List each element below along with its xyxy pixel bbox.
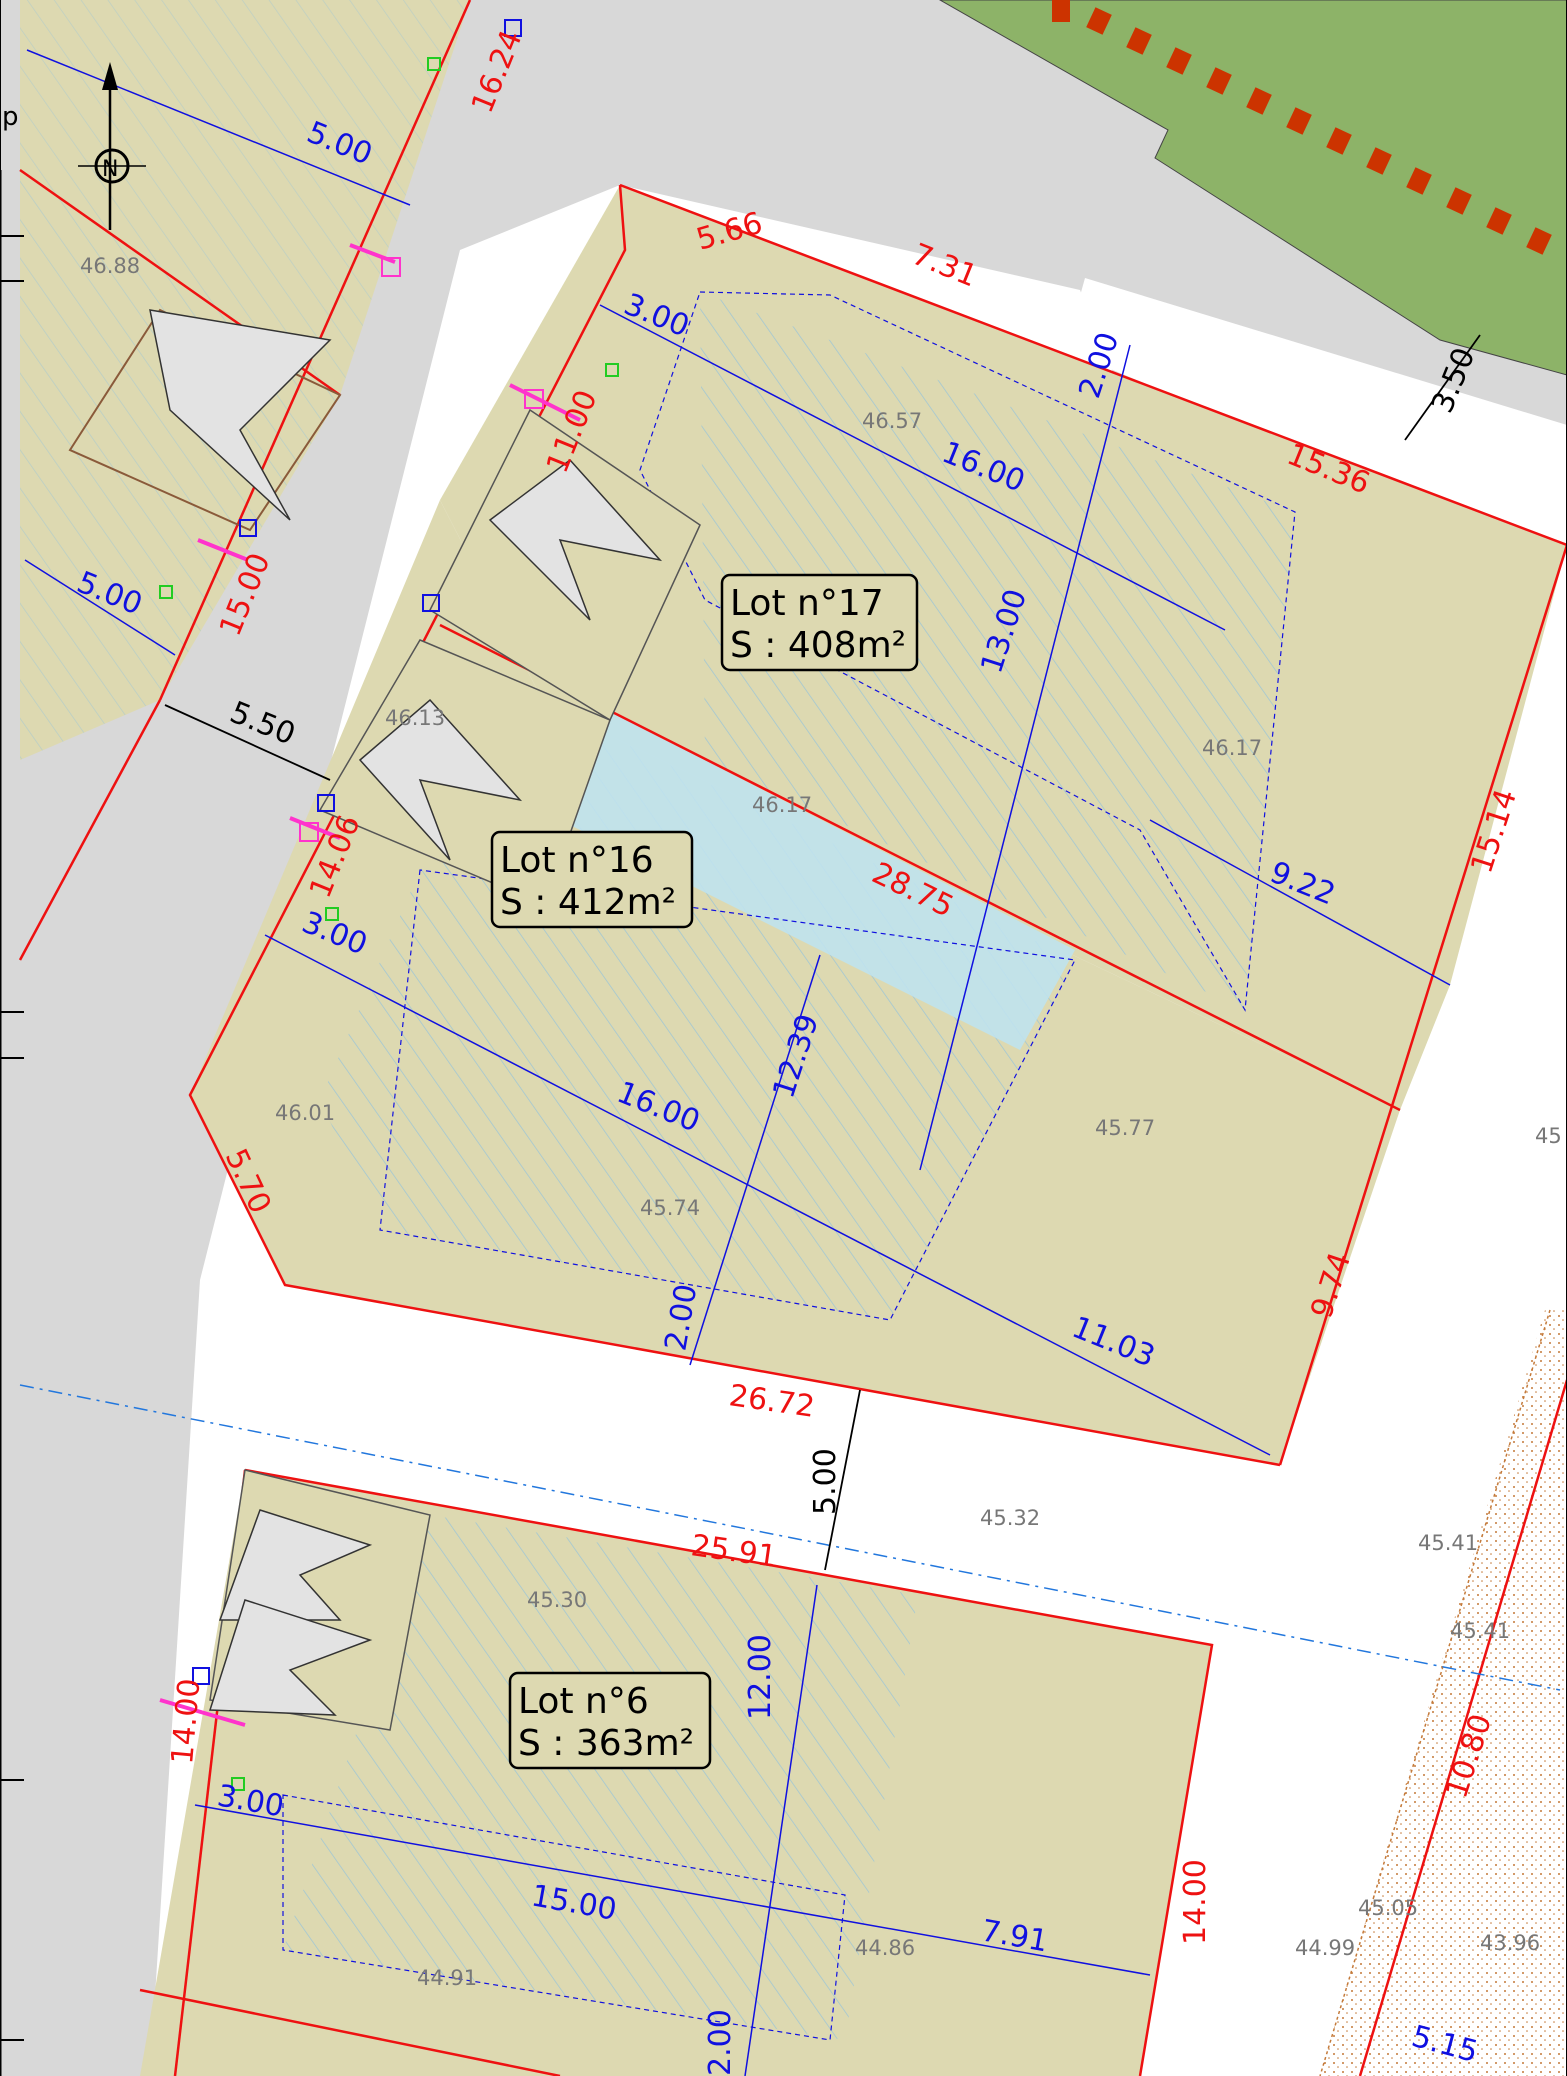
- elevation: 45.74: [640, 1196, 700, 1220]
- lot-16-label: Lot n°16 S : 412m²: [490, 830, 694, 929]
- elevation: 44.86: [855, 1936, 915, 1960]
- lot-17-hatch: [700, 292, 1295, 1010]
- lot-6-area: S : 363m²: [518, 1723, 694, 1764]
- lot-17-title: Lot n°17: [730, 583, 884, 624]
- green-strip: [938, 0, 1567, 376]
- lot-16-title: Lot n°16: [500, 840, 654, 881]
- dash-dot-line: [19, 1384, 1561, 1691]
- lot-6-parcel: [139, 1468, 1214, 2076]
- elevation: 44.99: [1295, 1936, 1355, 1960]
- elevations: 46.88 46.57 46.17 46.17 46.13 46.01 45.7…: [80, 254, 1562, 1990]
- elevation: 46.01: [275, 1101, 335, 1125]
- elevation: 46.17: [1202, 736, 1262, 760]
- elevation: 43.96: [1480, 1931, 1540, 1955]
- edge-letter: p: [2, 102, 19, 132]
- lot-17-label: Lot n°17 S : 408m²: [720, 573, 919, 672]
- blue-zone: [550, 710, 1075, 1050]
- elevation: 45.41: [1418, 1531, 1478, 1555]
- elevation: 45.41: [1450, 1619, 1510, 1643]
- dim-blue: 2.00: [703, 2009, 738, 2076]
- lot-6-title: Lot n°6: [518, 1681, 649, 1722]
- elevation: 45.77: [1095, 1116, 1155, 1140]
- elevation: 46.57: [862, 409, 922, 433]
- left-lots: [0, 0, 472, 2076]
- elevation: 45.32: [980, 1506, 1040, 1530]
- dimension-lines: [24, 49, 1451, 2076]
- north-arrow: [78, 62, 146, 230]
- elevation: 46.17: [752, 793, 812, 817]
- lot-17-area: S : 408m²: [730, 625, 906, 666]
- hedge-markers: [1052, 0, 1552, 255]
- network-symbols: [159, 19, 619, 1791]
- elevation: 45.05: [1358, 1896, 1418, 1920]
- elevation: 46.88: [80, 254, 140, 278]
- dimension-lines-black: [164, 334, 1481, 1571]
- lot-6-hatch: [283, 1515, 918, 2040]
- dim-blue: 12.00: [743, 1634, 778, 1720]
- dim-red: 14.00: [165, 1677, 207, 1766]
- lot-16-area: S : 412m²: [500, 882, 676, 923]
- north-label: N: [102, 157, 118, 182]
- elevation: 44.91: [417, 1966, 477, 1990]
- elevation: 46.13: [385, 706, 445, 730]
- elevation: 45.30: [527, 1588, 587, 1612]
- dim-red: 14.00: [1178, 1859, 1213, 1945]
- elevation: 45: [1535, 1124, 1562, 1148]
- brown-strip: [1319, 1309, 1567, 2076]
- dim-black: 5.00: [808, 1448, 843, 1515]
- lot-6-label: Lot n°6 S : 363m²: [508, 1671, 712, 1770]
